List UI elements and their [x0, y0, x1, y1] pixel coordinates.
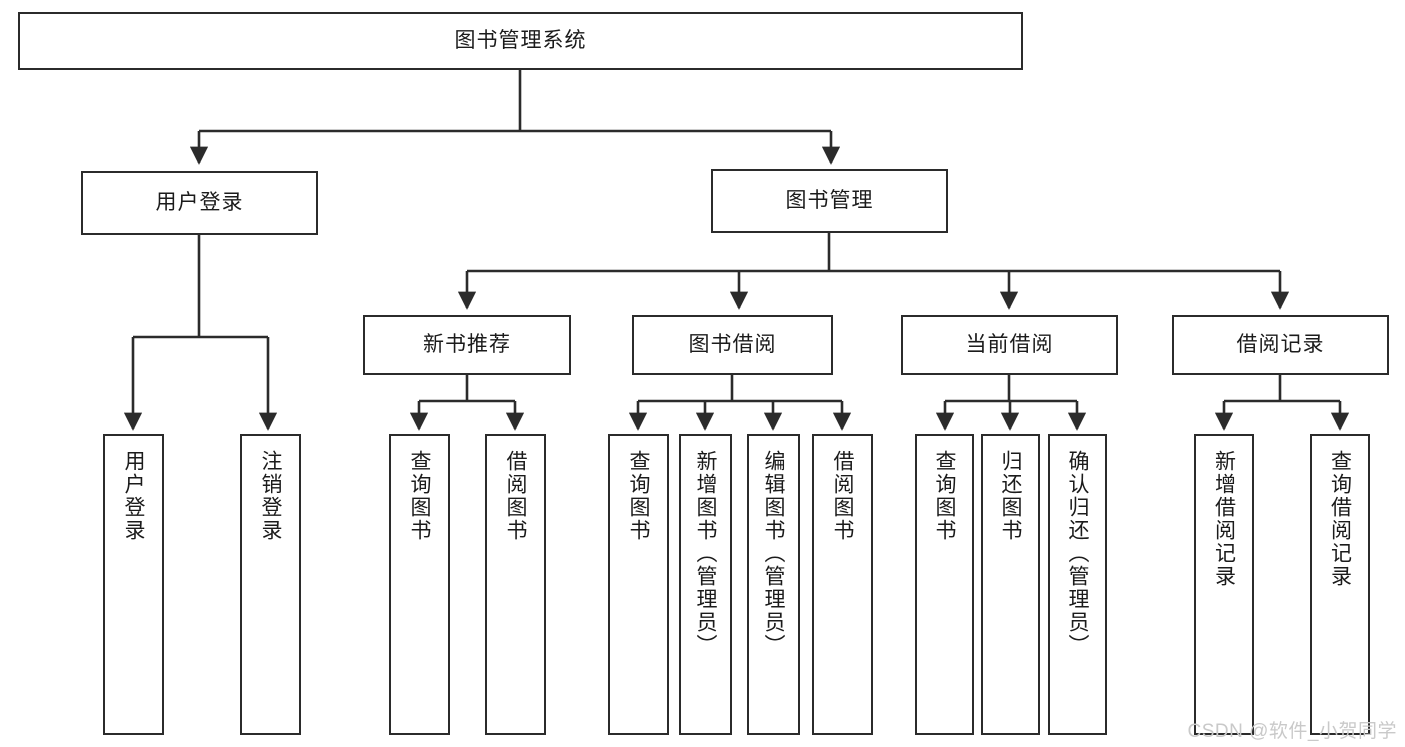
node-leaf-user-logout[interactable]: 注销登录 — [240, 434, 301, 735]
node-leaf-confirm-return-label: 确认归还（管理员） — [1066, 450, 1089, 657]
node-leaf-return-book[interactable]: 归还图书 — [981, 434, 1040, 735]
node-book-manage-label: 图书管理 — [785, 188, 874, 212]
node-leaf-user-logout-label: 注销登录 — [259, 450, 282, 542]
node-current-borrow[interactable]: 当前借阅 — [901, 315, 1118, 375]
node-leaf-query-record[interactable]: 查询借阅记录 — [1310, 434, 1370, 735]
node-user-login-label: 用户登录 — [155, 190, 244, 214]
node-leaf-borrow-book-1[interactable]: 借阅图书 — [485, 434, 546, 735]
node-borrow-record[interactable]: 借阅记录 — [1172, 315, 1389, 375]
node-leaf-query-book-2[interactable]: 查询图书 — [608, 434, 669, 735]
node-book-manage[interactable]: 图书管理 — [711, 169, 948, 233]
node-leaf-query-book-1[interactable]: 查询图书 — [389, 434, 450, 735]
node-leaf-edit-book[interactable]: 编辑图书（管理员） — [747, 434, 800, 735]
node-leaf-edit-book-label: 编辑图书（管理员） — [762, 450, 785, 657]
node-user-login[interactable]: 用户登录 — [81, 171, 318, 235]
node-leaf-query-book-1-label: 查询图书 — [408, 450, 431, 542]
node-new-book-rec-label: 新书推荐 — [423, 332, 511, 356]
node-leaf-borrow-book-2-label: 借阅图书 — [831, 450, 854, 542]
node-leaf-query-book-3[interactable]: 查询图书 — [915, 434, 974, 735]
node-leaf-add-record-label: 新增借阅记录 — [1212, 450, 1236, 588]
node-book-borrow[interactable]: 图书借阅 — [632, 315, 833, 375]
node-leaf-borrow-book-2[interactable]: 借阅图书 — [812, 434, 873, 735]
node-leaf-query-record-label: 查询借阅记录 — [1328, 450, 1352, 588]
node-leaf-return-book-label: 归还图书 — [999, 450, 1022, 542]
node-leaf-confirm-return[interactable]: 确认归还（管理员） — [1048, 434, 1107, 735]
node-leaf-add-book-label: 新增图书（管理员） — [694, 450, 717, 657]
node-book-borrow-label: 图书借阅 — [688, 332, 777, 356]
node-leaf-add-record[interactable]: 新增借阅记录 — [1194, 434, 1254, 735]
node-leaf-query-book-2-label: 查询图书 — [627, 450, 650, 542]
node-new-book-rec[interactable]: 新书推荐 — [363, 315, 571, 375]
csdn-watermark: CSDN @软件_小贺同学 — [1187, 721, 1397, 742]
node-leaf-query-book-3-label: 查询图书 — [933, 450, 956, 542]
node-leaf-user-login[interactable]: 用户登录 — [103, 434, 164, 735]
node-leaf-user-login-label: 用户登录 — [122, 450, 145, 542]
node-borrow-record-label: 借阅记录 — [1236, 332, 1325, 356]
node-root-label: 图书管理系统 — [454, 28, 587, 52]
node-current-borrow-label: 当前借阅 — [965, 332, 1054, 356]
node-root[interactable]: 图书管理系统 — [18, 12, 1023, 70]
node-leaf-borrow-book-1-label: 借阅图书 — [504, 450, 527, 542]
node-leaf-add-book[interactable]: 新增图书（管理员） — [679, 434, 732, 735]
